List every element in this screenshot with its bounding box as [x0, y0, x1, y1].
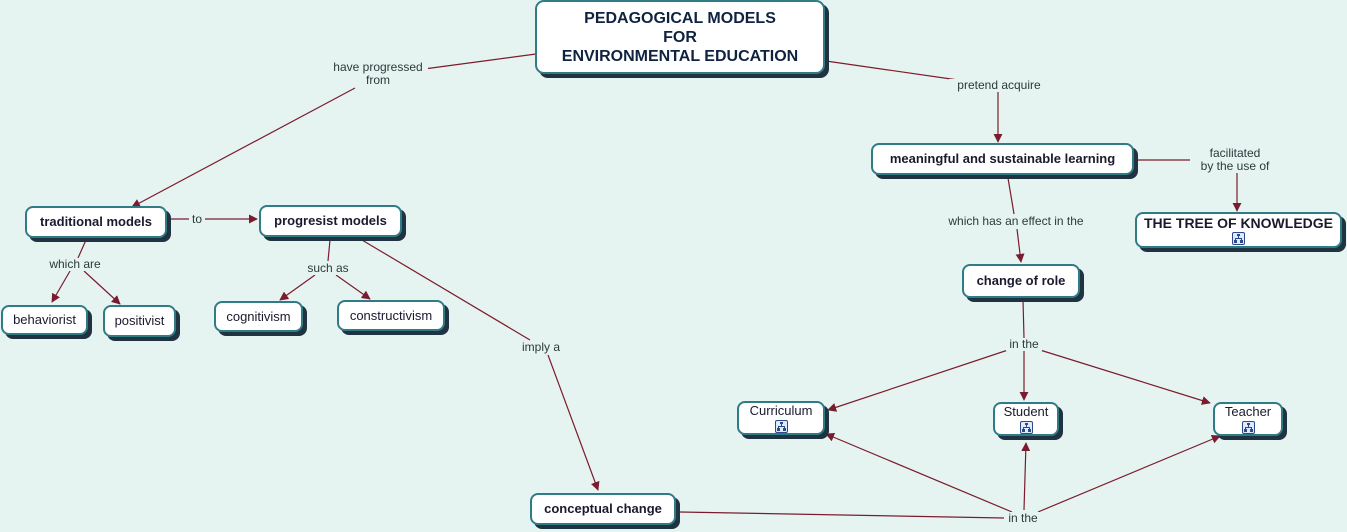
concept-label: traditional models — [40, 214, 152, 229]
link-to: to — [189, 213, 205, 226]
link-which-are: which are — [44, 258, 106, 271]
link-pretend-acquire: pretend acquire — [949, 79, 1049, 92]
concept-behaviorist[interactable]: behaviorist — [1, 305, 88, 335]
title-line-3: ENVIRONMENTAL EDUCATION — [561, 47, 799, 65]
concept-student[interactable]: Student — [993, 402, 1059, 436]
link-which-has-an-effect: which has an effect in the — [941, 215, 1091, 228]
concept-positivist[interactable]: positivist — [103, 305, 176, 337]
edge-progresist-to-implya — [361, 239, 531, 341]
title-node[interactable]: PEDAGOGICAL MODELS FOR ENVIRONMENTAL EDU… — [535, 0, 825, 74]
concept-label: constructivism — [349, 307, 433, 323]
concept-label: behaviorist — [13, 312, 76, 327]
submap-icon[interactable] — [1241, 421, 1255, 434]
title-line-2: FOR — [663, 28, 697, 46]
submap-icon[interactable] — [774, 420, 788, 433]
concept-teacher[interactable]: Teacher — [1213, 402, 1283, 436]
edge-progresist-to-suchas — [327, 239, 331, 262]
edge-inthe2-to-curriculum — [825, 432, 1013, 513]
edge-inthe1-to-curriculum — [827, 349, 1009, 412]
concept-label: meaningful and sustainable learning — [889, 151, 1116, 166]
edge-inthe2-to-student — [1021, 442, 1031, 511]
edge-progressed-to-traditional — [131, 87, 356, 208]
link-facilitated-by-the-use-of: facilitated by the use of — [1190, 147, 1280, 173]
edge-conceptual-to-inthe2 — [679, 511, 1005, 519]
concept-label: THE TREE OF KNOWLEDGE — [1144, 215, 1333, 231]
link-in-the-role: in the — [1006, 338, 1042, 351]
title-line-1: PEDAGOGICAL MODELS — [584, 9, 776, 27]
concept-cognitivism[interactable]: cognitivism — [214, 301, 303, 332]
concept-meaningful-learning[interactable]: meaningful and sustainable learning — [871, 143, 1134, 175]
concept-constructivism[interactable]: constructivism — [337, 300, 445, 331]
concept-label: change of role — [976, 273, 1066, 288]
edge-changerole-to-inthe1 — [1022, 299, 1025, 339]
edge-inthe1-to-teacher — [1039, 349, 1211, 405]
concept-label: conceptual change — [544, 501, 662, 516]
concept-tree-of-knowledge[interactable]: THE TREE OF KNOWLEDGE — [1135, 212, 1342, 248]
edge-suchas-to-constructivism — [335, 274, 371, 300]
link-in-the-conceptual: in the — [1004, 512, 1042, 525]
edge-implya-to-conceptual — [547, 354, 600, 491]
edge-inthe2-to-teacher — [1037, 434, 1221, 513]
edge-meaningful-to-effect — [1007, 177, 1015, 215]
edge-title-to-pretend — [825, 60, 959, 81]
submap-icon[interactable] — [1019, 421, 1033, 434]
link-have-progressed-from: have progressed from — [328, 61, 428, 87]
concept-progresist-models[interactable]: progresist models — [259, 205, 402, 237]
edge-whichare-to-positivist — [83, 270, 121, 305]
concept-label: cognitivism — [226, 308, 291, 324]
concept-label: positivist — [114, 313, 165, 328]
link-such-as: such as — [303, 262, 353, 275]
concept-traditional-models[interactable]: traditional models — [25, 206, 167, 238]
link-imply-a: imply a — [516, 341, 566, 354]
edge-whichare-to-behaviorist — [51, 270, 71, 303]
concept-label: progresist models — [274, 213, 387, 228]
concept-change-of-role[interactable]: change of role — [962, 264, 1080, 298]
concept-conceptual-change[interactable]: conceptual change — [530, 493, 676, 525]
concept-label: Teacher — [1224, 404, 1272, 419]
concept-curriculum[interactable]: Curriculum — [737, 401, 825, 435]
concept-label: Curriculum — [749, 403, 813, 418]
edge-title-to-progressed — [423, 53, 537, 70]
edge-traditional-to-whichare — [77, 239, 87, 259]
edge-suchas-to-cognitivism — [279, 274, 316, 301]
submap-icon[interactable] — [1232, 232, 1245, 245]
concept-label: Student — [1003, 404, 1049, 419]
edge-effect-to-changerole — [1015, 228, 1025, 263]
